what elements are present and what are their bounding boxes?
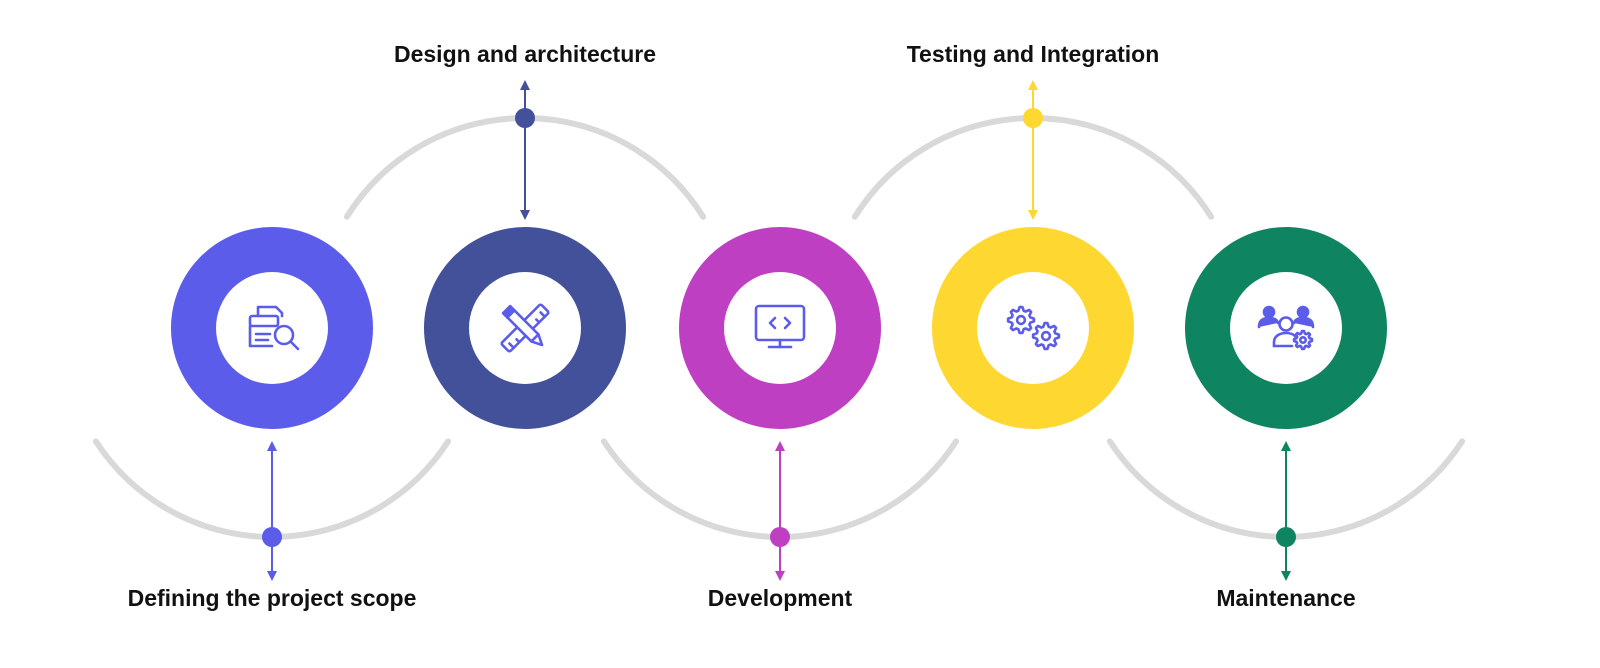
step-label-maintenance: Maintenance	[1216, 585, 1356, 611]
step-rings	[171, 227, 1387, 429]
step-label-defining-scope: Defining the project scope	[127, 585, 417, 611]
connector-dot	[262, 527, 282, 547]
design-tools-icon	[500, 303, 550, 353]
step-label-design-architecture: Design and architecture	[393, 41, 657, 67]
connector-dot	[770, 527, 790, 547]
step-connectors	[262, 80, 1296, 581]
step-label-testing-integration: Testing and Integration	[906, 41, 1160, 67]
step-ring-inner	[1230, 272, 1342, 384]
step-label-development: Development	[707, 585, 853, 611]
connector-dot	[1276, 527, 1296, 547]
code-monitor-icon	[754, 304, 806, 349]
step-ring-inner	[216, 272, 328, 384]
step-icons	[248, 303, 1315, 353]
connector-dot	[1023, 108, 1043, 128]
connector-dot	[515, 108, 535, 128]
users-settings-icon	[1257, 305, 1315, 351]
search-document-icon	[248, 305, 300, 351]
gears-icon	[1006, 305, 1061, 351]
step-ring-inner	[977, 272, 1089, 384]
step-ring-inner	[724, 272, 836, 384]
